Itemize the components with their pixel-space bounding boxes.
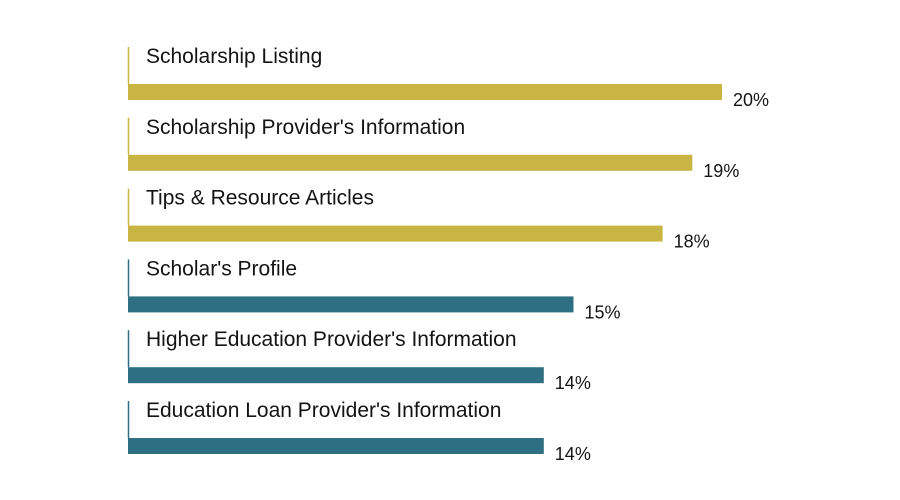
- category-label: Scholarship Provider's Information: [146, 116, 465, 139]
- bar: [128, 154, 693, 171]
- bar: [128, 296, 574, 313]
- value-label: 14%: [555, 373, 591, 393]
- bar: [128, 367, 544, 384]
- value-label: 19%: [703, 161, 739, 181]
- value-label: 20%: [733, 90, 769, 110]
- bar: [128, 438, 544, 454]
- category-label: Scholarship Listing: [146, 45, 322, 68]
- value-label: 15%: [585, 302, 621, 322]
- category-label: Tips & Resource Articles: [146, 187, 374, 210]
- value-label: 18%: [674, 232, 710, 252]
- category-label: Higher Education Provider's Information: [146, 328, 517, 351]
- category-label: Scholar's Profile: [146, 257, 297, 280]
- bar: [128, 225, 663, 242]
- bar: [128, 84, 722, 100]
- category-label: Education Loan Provider's Information: [146, 399, 501, 422]
- value-label: 14%: [555, 444, 591, 464]
